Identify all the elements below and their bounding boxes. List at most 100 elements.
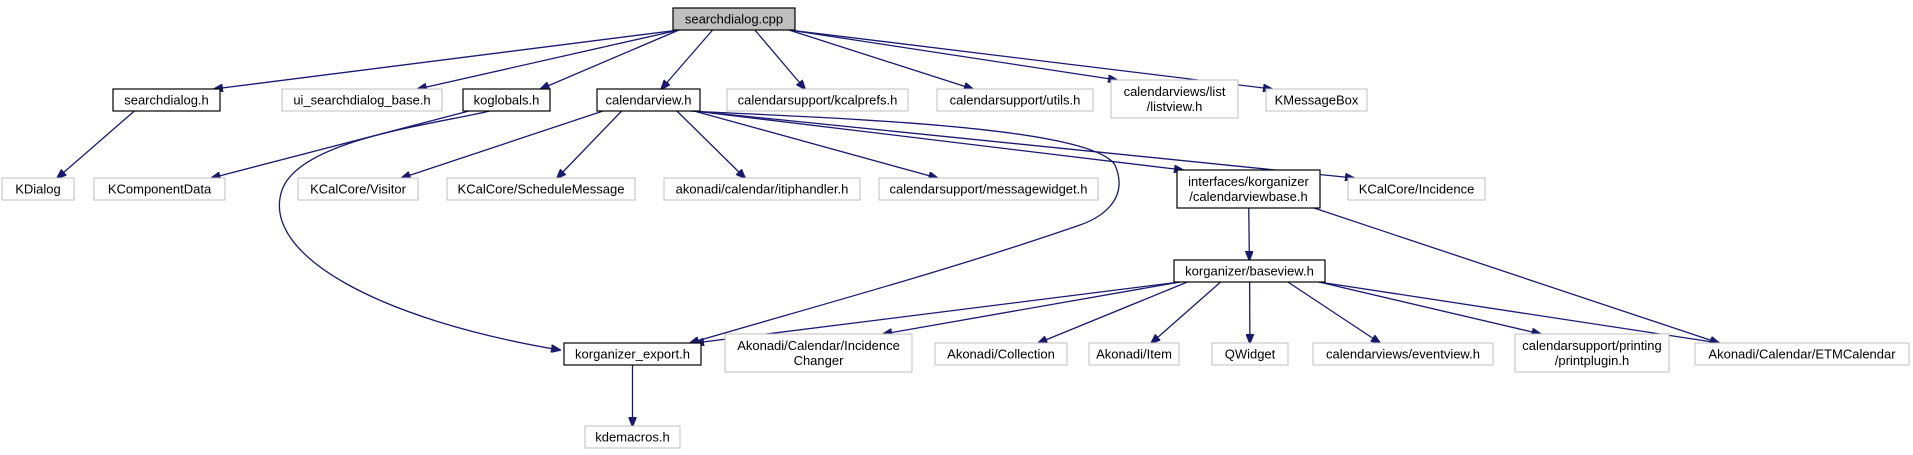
node-label: KComponentData	[108, 182, 212, 197]
node-label: /listview.h	[1147, 99, 1203, 114]
node-label: searchdialog.h	[124, 93, 209, 108]
node-label: calendarsupport/kcalprefs.h	[738, 93, 898, 108]
node-label: KDialog	[15, 182, 61, 197]
edge-searchdialog_cpp-to-utils_h	[788, 29, 973, 89]
edge-searchdialog_cpp-to-listview_h	[788, 29, 1117, 80]
node-incidence: KCalCore/Incidence	[1347, 177, 1486, 201]
node-utils-h: calendarsupport/utils.h	[936, 88, 1094, 112]
node-label: calendarsupport/printing	[1522, 338, 1661, 353]
node-label: calendarsupport/messagewidget.h	[889, 182, 1087, 197]
node-box	[297, 177, 419, 201]
node-box	[584, 425, 681, 449]
node-label: Akonadi/Calendar/ETMCalendar	[1708, 347, 1896, 362]
node-calendarviewbase-h[interactable]: interfaces/korganizer/calendarviewbase.h	[1176, 169, 1321, 209]
node-label: /printplugin.h	[1555, 353, 1629, 368]
node-label: KCalCore/Visitor	[310, 182, 407, 197]
node-label: QWidget	[1225, 347, 1276, 362]
node-label: calendarviews/eventview.h	[1326, 347, 1480, 362]
node-box	[878, 177, 1099, 201]
edge-searchdialog_cpp-to-ui_searchdialog_base_h	[418, 29, 680, 89]
node-box	[936, 88, 1094, 112]
node-label: KCalCore/ScheduleMessage	[458, 182, 625, 197]
edge-calendarview_h-to-messagewidget_h	[693, 110, 938, 178]
node-itiphandler-h: akonadi/calendar/itiphandler.h	[663, 177, 861, 201]
edge-calendarviewbase_h-to-baseview_h	[1249, 207, 1250, 260]
node-label: /calendarviewbase.h	[1189, 189, 1308, 204]
node-box	[672, 7, 796, 31]
edge-calendarviewbase_h-to-etmcalendar	[1313, 207, 1719, 343]
node-kcalprefs-h: calendarsupport/kcalprefs.h	[726, 88, 909, 112]
edge-searchdialog_cpp-to-kcalprefs_h	[754, 29, 805, 89]
node-box	[281, 88, 443, 112]
edge-calendarview_h-to-itiphandler_h	[676, 110, 745, 178]
node-box	[724, 333, 913, 373]
node-box	[1110, 79, 1239, 119]
edge-searchdialog_cpp-to-koglobals_h	[541, 29, 680, 89]
edge-calendarview_h-to-calendarviewbase_h	[693, 110, 1183, 170]
edge-koglobals_h-to-korganizer_export_h	[278, 110, 560, 350]
edge-baseview_h-to-incidencechanger	[883, 281, 1181, 334]
node-qwidget: QWidget	[1211, 342, 1289, 366]
node-kcomponentdata: KComponentData	[93, 177, 226, 201]
node-box	[462, 88, 551, 112]
node-box	[1211, 342, 1289, 366]
edge-searchdialog_cpp-to-kmessagebox	[788, 29, 1272, 89]
node-printplugin-h: calendarsupport/printing/printplugin.h	[1514, 333, 1670, 373]
node-kmessagebox: KMessageBox	[1265, 88, 1368, 112]
node-box	[596, 88, 701, 112]
node-searchdialog-h[interactable]: searchdialog.h	[112, 88, 221, 112]
node-box	[726, 88, 909, 112]
node-box	[1088, 342, 1180, 366]
node-label: koglobals.h	[474, 93, 540, 108]
edge-calendarview_h-to-incidence	[693, 110, 1354, 178]
edge-baseview_h-to-item	[1151, 281, 1222, 343]
node-box	[563, 342, 702, 366]
node-label: calendarview.h	[606, 93, 692, 108]
edge-baseview_h-to-eventview_h	[1287, 281, 1380, 343]
node-box	[112, 88, 221, 112]
node-koglobals-h[interactable]: koglobals.h	[462, 88, 551, 112]
node-messagewidget-h: calendarsupport/messagewidget.h	[878, 177, 1099, 201]
node-calendarview-h[interactable]: calendarview.h	[596, 88, 701, 112]
node-box	[1, 177, 75, 201]
node-korganizer-export-h[interactable]: korganizer_export.h	[563, 342, 702, 366]
node-box	[934, 342, 1068, 366]
node-baseview-h[interactable]: korganizer/baseview.h	[1173, 259, 1326, 283]
edge-baseview_h-to-printplugin_h	[1318, 281, 1541, 334]
edge-baseview_h-to-etmcalendar	[1318, 281, 1719, 343]
node-label: akonadi/calendar/itiphandler.h	[676, 182, 849, 197]
node-box	[1265, 88, 1368, 112]
node-label: KMessageBox	[1275, 93, 1359, 108]
node-label: KCalCore/Incidence	[1359, 182, 1475, 197]
node-box	[446, 177, 636, 201]
node-kdemacros-h: kdemacros.h	[584, 425, 681, 449]
node-searchdialog-cpp[interactable]: searchdialog.cpp	[672, 7, 796, 31]
nodes-layer: searchdialog.cpp searchdialog.h ui_searchd…	[1, 7, 1910, 449]
node-box	[93, 177, 226, 201]
node-box	[1514, 333, 1670, 373]
node-listview-h: calendarviews/list/listview.h	[1110, 79, 1239, 119]
node-label: kdemacros.h	[595, 430, 669, 445]
node-box	[1173, 259, 1326, 283]
node-eventview-h: calendarviews/eventview.h	[1312, 342, 1494, 366]
node-label: korganizer_export.h	[575, 347, 690, 362]
edge-baseview_h-to-collection	[1038, 281, 1188, 343]
node-label: Changer	[794, 353, 845, 368]
node-etmcalendar: Akonadi/Calendar/ETMCalendar	[1694, 342, 1910, 366]
node-schedulemessage: KCalCore/ScheduleMessage	[446, 177, 636, 201]
node-label: Akonadi/Calendar/Incidence	[737, 338, 900, 353]
node-box	[663, 177, 861, 201]
edge-calendarview_h-to-korganizer_export_h	[690, 110, 1120, 343]
node-label: calendarviews/list	[1124, 84, 1226, 99]
node-ui-searchdialog-base-h: ui_searchdialog_base.h	[281, 88, 443, 112]
edge-calendarview_h-to-schedulemessage	[557, 110, 623, 178]
edges-layer	[57, 29, 1719, 426]
node-item: Akonadi/Item	[1088, 342, 1180, 366]
node-visitor: KCalCore/Visitor	[297, 177, 419, 201]
node-box	[1694, 342, 1910, 366]
node-label: Akonadi/Item	[1096, 347, 1172, 362]
edge-searchdialog_cpp-to-searchdialog_h	[214, 29, 680, 89]
edge-baseview_h-to-korganizer_export_h	[695, 281, 1181, 343]
